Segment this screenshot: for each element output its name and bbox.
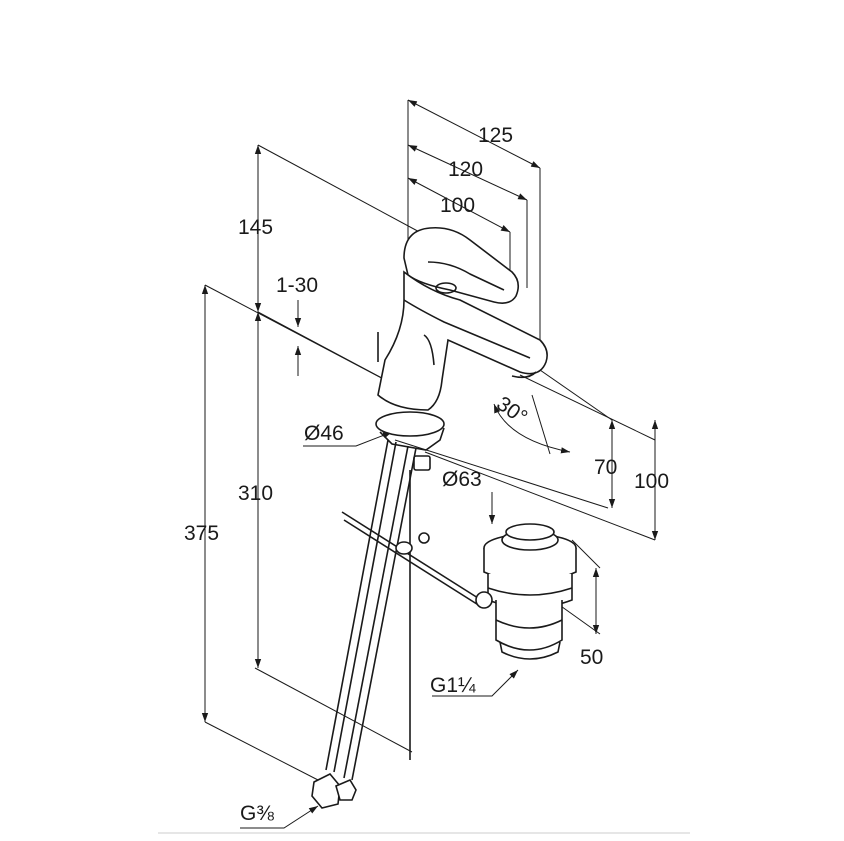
thread-supply-label: G⅜	[240, 802, 274, 825]
dim-angle-30: 30°	[492, 392, 531, 429]
dim-145: 145	[238, 216, 273, 239]
dim-1-30: 1-30	[276, 274, 318, 297]
dim-375: 375	[184, 522, 219, 545]
leader-lines	[240, 431, 519, 829]
dim-310: 310	[238, 482, 273, 505]
dim-70: 70	[594, 456, 617, 479]
extension-lines	[204, 100, 656, 781]
dim-100-reach: 100	[440, 194, 475, 217]
dim-diameter-46: Ø46	[304, 422, 344, 445]
faucet-body	[375, 226, 548, 471]
dim-100-height: 100	[634, 470, 669, 493]
thread-waste-label: G1¼	[430, 674, 476, 697]
dim-diameter-63: Ø63	[442, 468, 482, 491]
dim-120: 120	[448, 158, 483, 181]
waste-valve	[475, 523, 577, 660]
popup-rod	[341, 470, 481, 760]
dimension-lines	[201, 99, 659, 722]
dim-50: 50	[580, 646, 603, 669]
dim-125: 125	[478, 124, 513, 147]
supply-hoses	[311, 439, 417, 809]
